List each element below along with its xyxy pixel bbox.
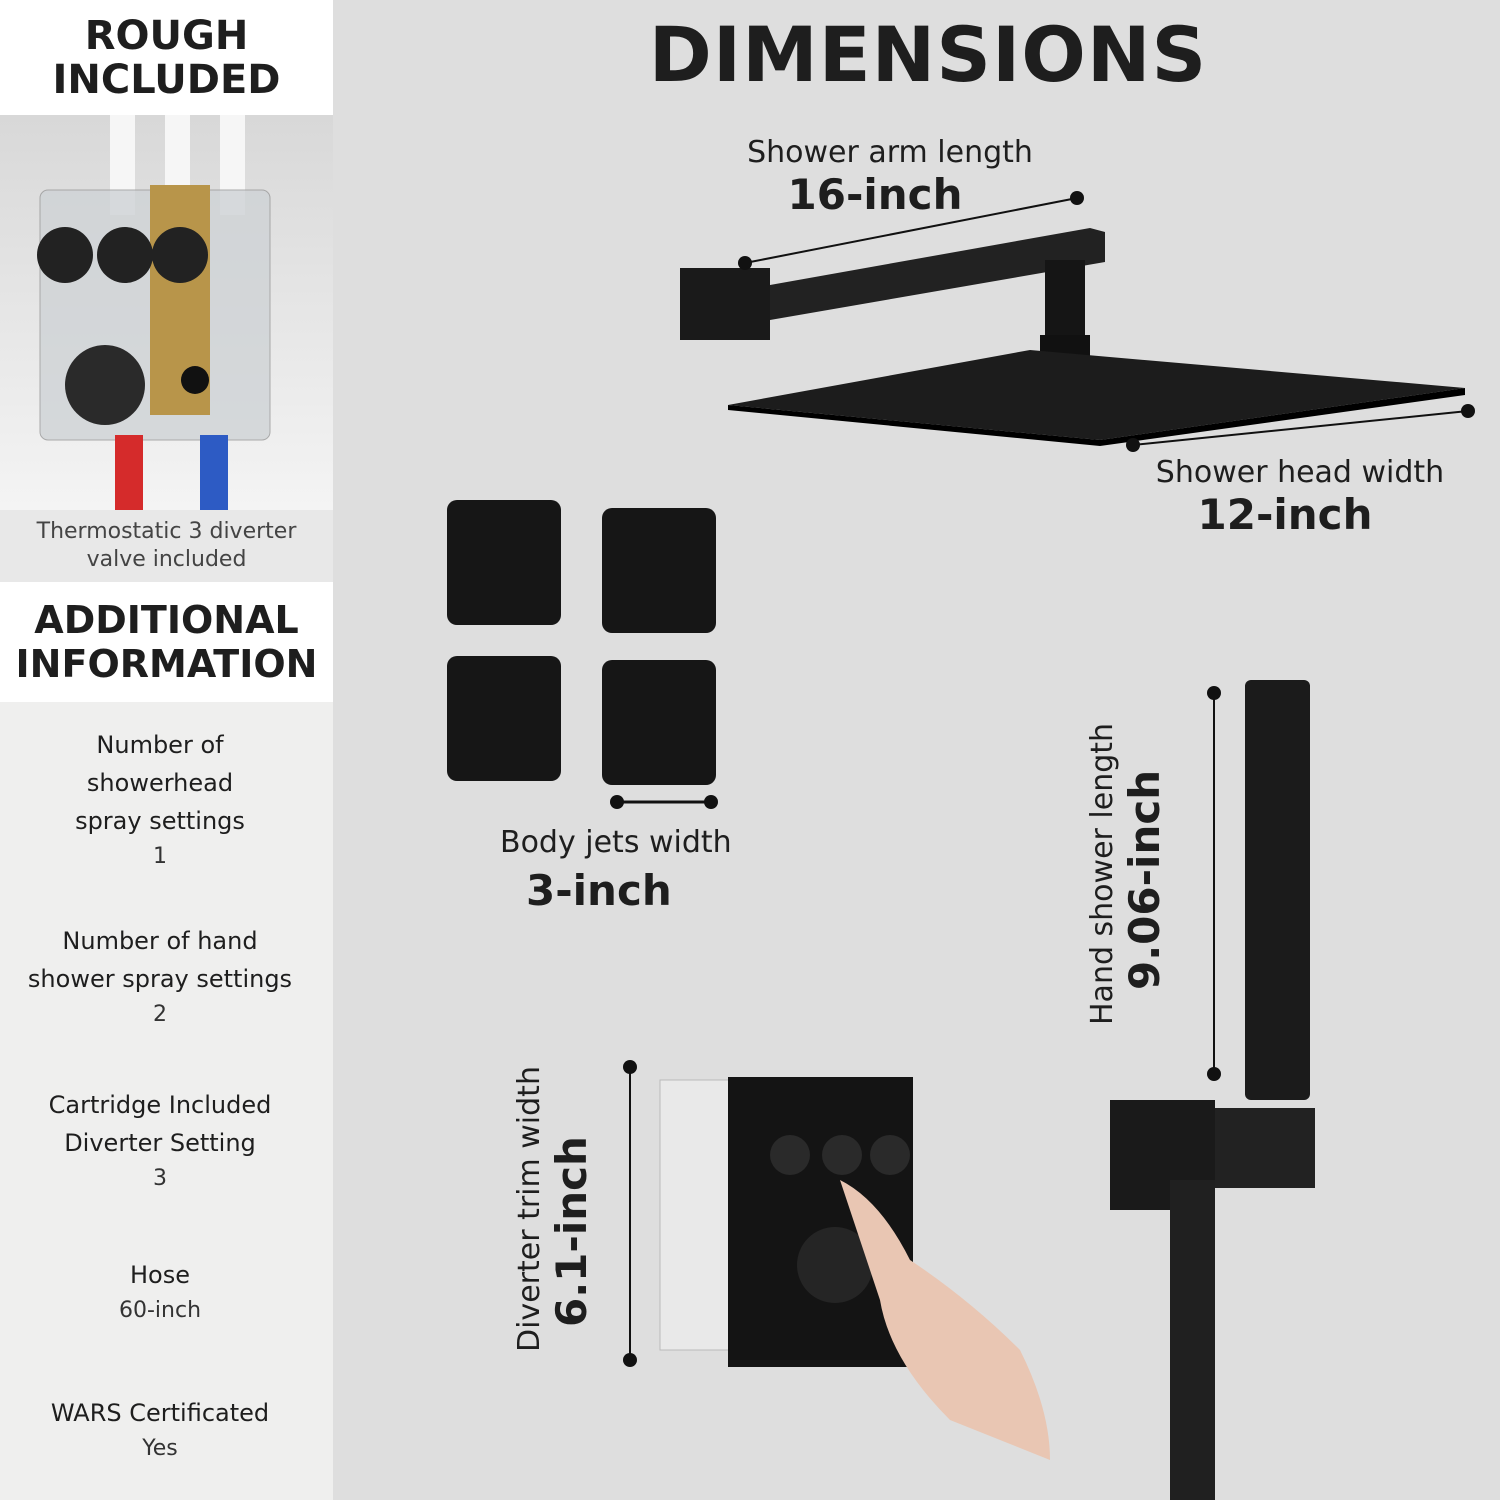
rough-included-header: ROUGH INCLUDED <box>0 0 333 115</box>
diverter-trim-dimension: Diverter trim width 6.1-inch <box>512 1066 596 1352</box>
spec-value: 60-inch <box>118 1298 202 1323</box>
spec-value: 2 <box>153 1002 167 1027</box>
dimension-label: Shower head width <box>1155 455 1445 490</box>
page-title: DIMENSIONS <box>648 10 1208 99</box>
additional-information-header: ADDITIONAL INFORMATION <box>0 582 333 702</box>
dimension-value: 6.1-inch <box>547 1136 596 1327</box>
spec-label: showerhead <box>86 769 234 797</box>
spec-value: 3 <box>153 1166 167 1191</box>
spec-label: Cartridge Included <box>48 1091 272 1119</box>
dimension-label: Shower arm length <box>747 135 1033 170</box>
shower-head-dimension: Shower head width 12-inch <box>1145 455 1455 539</box>
spec-wars: WARS Certificated Yes <box>0 1394 320 1466</box>
dimension-endpoint <box>1207 686 1221 700</box>
dimension-endpoint <box>704 795 718 809</box>
spec-label: spray settings <box>75 807 245 835</box>
dimension-endpoint <box>1070 191 1084 205</box>
photo-caption: Thermostatic 3 diverter valve included <box>0 510 333 582</box>
caption-line: Thermostatic 3 diverter <box>36 519 297 544</box>
dimension-endpoint <box>610 795 624 809</box>
spec-label: Number of <box>96 731 224 759</box>
dimension-value: 12-inch <box>1197 490 1373 539</box>
rough-in-valve-photo <box>0 115 333 510</box>
spec-value: Yes <box>142 1436 178 1461</box>
spec-hose: Hose 60-inch <box>0 1256 320 1328</box>
spec-hand-shower-spray: Number of hand shower spray settings 2 <box>0 922 320 1032</box>
header-line: INFORMATION <box>15 642 318 686</box>
dimension-label: Diverter trim width <box>512 1066 547 1352</box>
shower-arm-dimension: Shower arm length 16-inch <box>740 135 1040 219</box>
caption-line: valve included <box>86 547 247 572</box>
dimension-label: Hand shower length <box>1085 722 1120 1025</box>
spec-label: Diverter Setting <box>64 1129 256 1157</box>
spec-showerhead-spray: Number of showerhead spray settings 1 <box>0 726 320 874</box>
header-line: INCLUDED <box>52 56 281 103</box>
dimension-endpoint <box>738 256 752 270</box>
dimension-label: Body jets width <box>500 825 732 860</box>
dimension-endpoint <box>623 1353 637 1367</box>
dimension-endpoint <box>1126 438 1140 452</box>
dimension-endpoint <box>623 1060 637 1074</box>
spec-label: Hose <box>130 1261 190 1289</box>
dimension-value: 9.06-inch <box>1120 769 1169 990</box>
product-illustration <box>447 197 1469 1500</box>
body-jets-dimension: Body jets width 3-inch <box>500 825 750 915</box>
dimension-endpoint <box>1461 404 1475 418</box>
header-line: ROUGH <box>84 12 249 59</box>
header-line: ADDITIONAL <box>34 598 299 642</box>
spec-label: Number of hand <box>62 927 258 955</box>
hand-shower-dimension: Hand shower length 9.06-inch <box>1085 723 1169 1025</box>
spec-diverter-setting: Cartridge Included Diverter Setting 3 <box>0 1086 320 1196</box>
dimension-value: 3-inch <box>526 866 672 915</box>
spec-value: 1 <box>153 844 167 869</box>
dimension-value: 16-inch <box>787 170 963 219</box>
spec-label: shower spray settings <box>27 965 293 993</box>
spec-label: WARS Certificated <box>50 1399 270 1427</box>
dimension-endpoint <box>1207 1067 1221 1081</box>
